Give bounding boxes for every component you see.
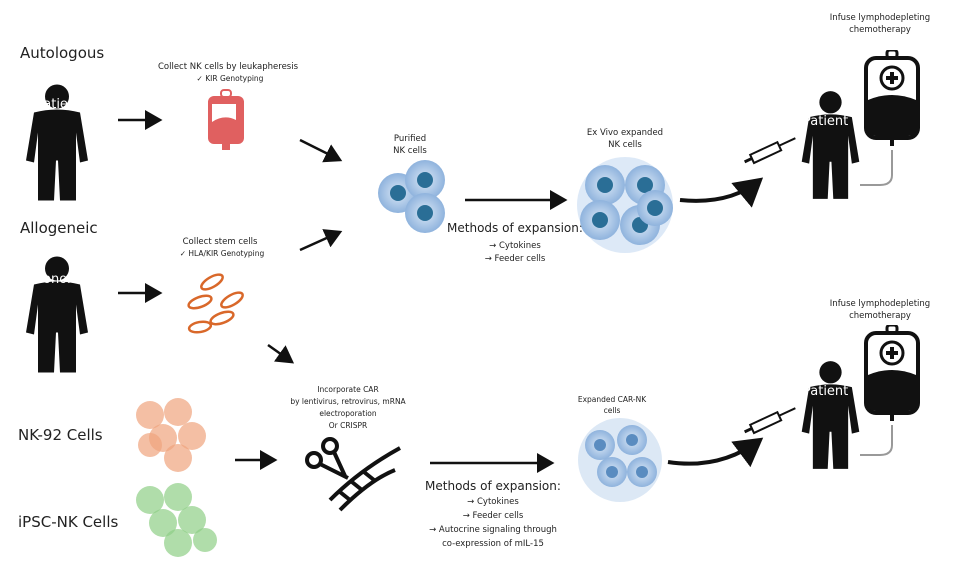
infuse-text-top-2: chemotherapy bbox=[849, 25, 911, 35]
expansion-item: → Feeder cells bbox=[463, 511, 524, 521]
patient-label-bottom: Patient bbox=[803, 384, 848, 399]
arrow-icon bbox=[267, 343, 295, 364]
expansion-title-top: Methods of expansion: bbox=[447, 221, 583, 235]
infuse-text-bottom: Infuse lymphodepleting bbox=[830, 299, 930, 309]
label-nk92: NK-92 Cells bbox=[18, 426, 103, 444]
curved-arrow-icon bbox=[679, 177, 764, 208]
arrow-icon bbox=[299, 229, 343, 252]
patient-receiving-icon bbox=[801, 361, 860, 469]
collect-stem-text: Collect stem cells bbox=[183, 237, 258, 247]
expanded-text: Ex Vivo expanded bbox=[587, 128, 663, 138]
x-mark: x bbox=[798, 126, 803, 135]
expansion-title-bottom: Methods of expansion: bbox=[425, 479, 561, 493]
iv-tube bbox=[860, 425, 893, 456]
expansion-item: co-expression of mIL-15 bbox=[442, 539, 544, 549]
syringe-icon bbox=[743, 407, 796, 435]
label-allogeneic: Allogeneic bbox=[20, 219, 98, 237]
hla-kir-text: ✓ HLA/KIR Genotyping bbox=[180, 249, 265, 258]
ipsc-cells-icon bbox=[136, 483, 217, 557]
expanded-car-text: Expanded CAR-NK bbox=[578, 395, 647, 404]
expansion-item: → Autocrine signaling through bbox=[429, 525, 557, 535]
expanded-car-text-2: cells bbox=[604, 406, 621, 415]
patient-label: Patient bbox=[36, 97, 81, 112]
arrows bbox=[118, 110, 764, 473]
arrow-icon bbox=[299, 138, 343, 163]
kir-genotyping-text: ✓ KIR Genotyping bbox=[197, 74, 264, 83]
scissors-dna-icon bbox=[305, 437, 401, 512]
car-nk-cells-icon bbox=[578, 418, 662, 502]
iv-bag-icon bbox=[864, 50, 920, 148]
syringe-icon bbox=[743, 137, 796, 165]
iv-tube bbox=[860, 150, 893, 186]
purified-text: Purified bbox=[394, 134, 426, 144]
infuse-text-bottom-2: chemotherapy bbox=[849, 311, 911, 321]
collect-nk-text: Collect NK cells by leukapheresis bbox=[158, 62, 299, 72]
blood-bag-icon bbox=[208, 89, 244, 150]
car-text: Incorporate CAR bbox=[317, 385, 378, 394]
infuse-text-top: Infuse lymphodepleting bbox=[830, 13, 930, 23]
stem-cells-icon bbox=[187, 273, 244, 334]
purified-nk-cells-icon bbox=[378, 160, 445, 233]
car-text: Or CRISPR bbox=[329, 421, 368, 430]
patient-label-top: Patient bbox=[803, 114, 848, 129]
expanded-text-2: NK cells bbox=[608, 140, 642, 150]
purified-text-2: NK cells bbox=[393, 146, 427, 156]
car-text: electroporation bbox=[319, 409, 377, 418]
donor-label: Donor bbox=[33, 272, 73, 287]
expansion-item: → Cytokines bbox=[489, 241, 541, 251]
expansion-item: → Cytokines bbox=[467, 497, 519, 507]
label-autologous: Autologous bbox=[20, 44, 104, 62]
label-ipsc: iPSC-NK Cells bbox=[18, 513, 118, 531]
patient-receiving-icon bbox=[801, 91, 860, 199]
expansion-item: → Feeder cells bbox=[485, 254, 546, 264]
car-text: by lentivirus, retrovirus, mRNA bbox=[290, 397, 406, 406]
nk92-cells-icon bbox=[136, 398, 206, 472]
expanded-nk-cells-icon bbox=[577, 157, 673, 253]
curved-arrow-icon bbox=[667, 437, 764, 468]
x-mark: x bbox=[798, 396, 803, 405]
iv-bag-icon bbox=[864, 325, 920, 423]
